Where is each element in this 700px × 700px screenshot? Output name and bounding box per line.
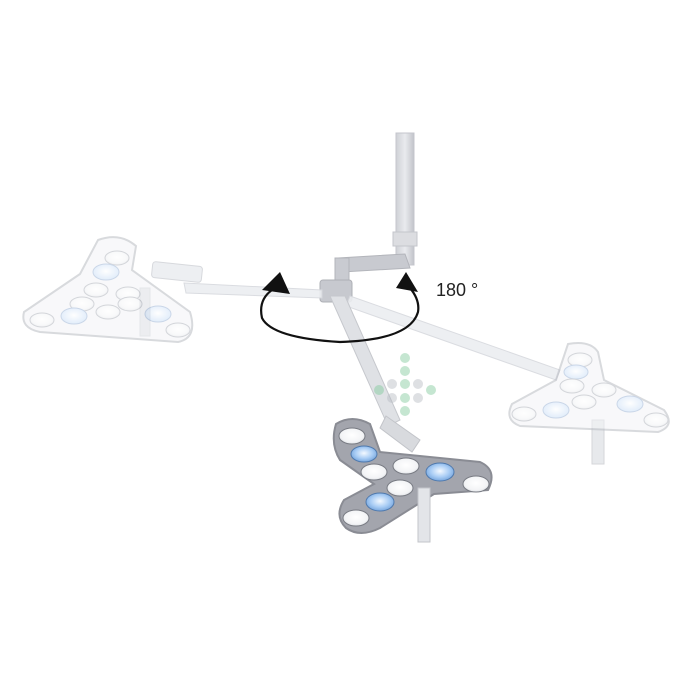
left-lamp-leds (29, 250, 191, 338)
curved-rotation-arrow-icon (260, 272, 420, 344)
right-lamp-head (508, 342, 670, 434)
right-lamp-leds (511, 352, 669, 428)
left-lamp-head (22, 236, 194, 344)
ceiling-mount (319, 132, 418, 303)
medical-cross-watermark-icon (374, 353, 436, 416)
rotation-degree-label: 180 ° (436, 280, 479, 300)
front-arm (329, 295, 421, 453)
main-lamp-leds (338, 427, 490, 527)
right-arm (345, 295, 605, 465)
main-lamp-head (332, 418, 493, 543)
